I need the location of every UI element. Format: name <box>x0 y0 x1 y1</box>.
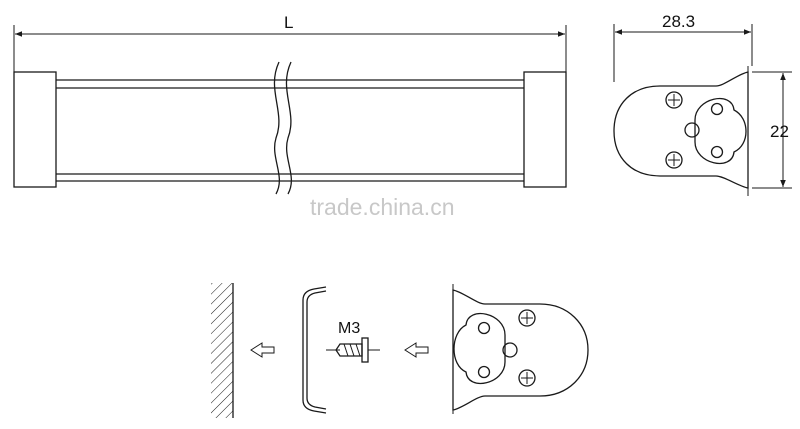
end-cap-outline <box>452 289 589 411</box>
bar-side-view: L <box>13 13 567 195</box>
end-view: 28.3 22 <box>613 12 792 196</box>
width-label: 28.3 <box>662 12 695 31</box>
break-line-left <box>273 61 280 195</box>
screw-icon <box>518 309 536 327</box>
break-line-right <box>285 61 292 195</box>
screw-icon <box>665 151 683 169</box>
wall-hatch <box>211 283 233 418</box>
screw-size-label: M3 <box>338 320 360 337</box>
screw-icon <box>326 337 380 363</box>
screw-icon <box>518 369 536 387</box>
left-end-cap <box>13 71 57 188</box>
installation-diagram: M3 <box>211 283 589 418</box>
mounting-plate <box>453 313 506 384</box>
mounting-clip <box>302 286 327 414</box>
end-cap-outline <box>613 71 749 189</box>
right-end-cap <box>523 71 567 188</box>
watermark: trade.china.cn <box>310 194 454 220</box>
length-label: L <box>284 13 293 32</box>
mounting-plate <box>694 98 747 164</box>
height-label: 22 <box>770 122 789 141</box>
arrow-left-icon <box>250 342 275 358</box>
arrow-left-icon <box>404 342 429 358</box>
screw-icon <box>665 91 683 109</box>
